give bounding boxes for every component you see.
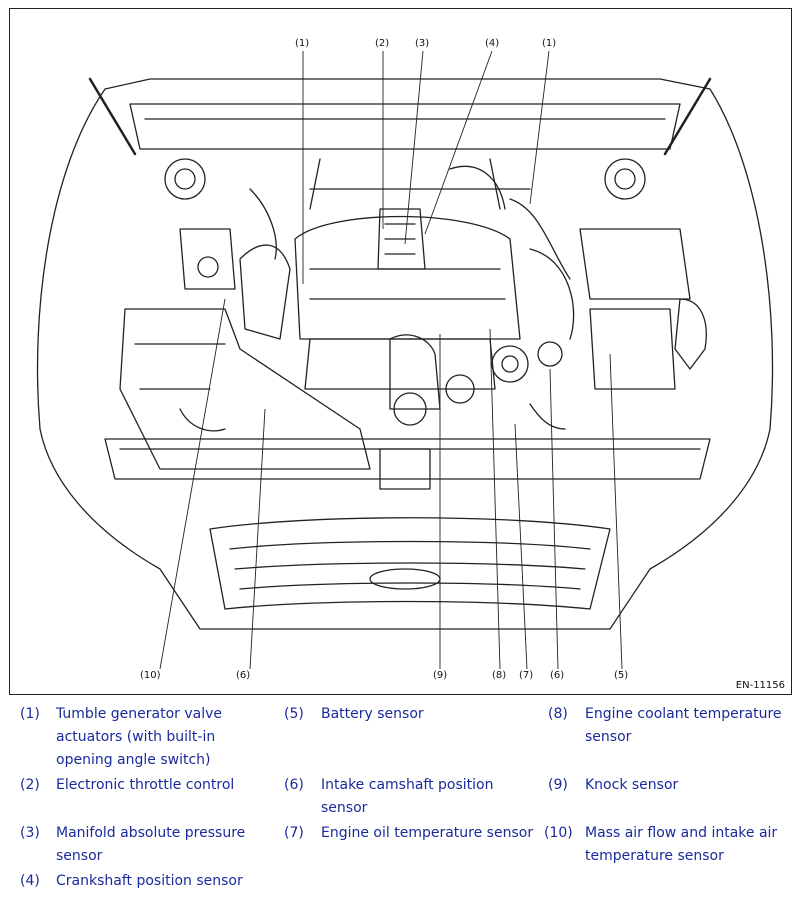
legend-text-line: Manifold absolute pressure — [56, 825, 246, 841]
legend-text-line: Mass air flow and intake air — [585, 825, 778, 841]
legend-item-text: Mass air flow and intake air temperature… — [585, 822, 777, 868]
callout-6-right: (6) — [550, 670, 565, 681]
callout-3: (3) — [415, 38, 430, 49]
legend-item-number: (6) — [284, 777, 304, 793]
legend-item-10: (10) Mass air flow and intake air temper… — [544, 822, 798, 868]
engine-bay-drawing — [36, 50, 774, 670]
legend-text-line: Knock sensor — [585, 777, 679, 793]
legend-item-text: Engine oil temperature sensor — [321, 822, 533, 845]
legend-item-1: (1) Tumble generator valve actuators (wi… — [20, 703, 280, 773]
legend-item-number: (10) — [544, 825, 573, 841]
callout-5: (5) — [614, 670, 629, 681]
legend-text-line: Crankshaft position sensor — [56, 873, 243, 889]
legend-item-number: (9) — [548, 777, 568, 793]
legend-item-text: Manifold absolute pressure sensor — [56, 822, 245, 868]
figure-id-label: EN-11156 — [735, 680, 785, 691]
legend-item-number: (7) — [284, 825, 304, 841]
legend-item-8: (8) Engine coolant temperature sensor — [548, 703, 798, 749]
legend-text-line: Tumble generator valve — [56, 706, 223, 722]
callout-1-right: (1) — [542, 38, 557, 49]
callout-2: (2) — [375, 38, 390, 49]
legend-item-number: (2) — [20, 777, 40, 793]
legend-text-line: Engine coolant temperature — [585, 706, 782, 722]
legend-item-text: Engine coolant temperature sensor — [585, 703, 782, 749]
legend-item-text: Knock sensor — [585, 774, 678, 797]
legend-text-line: Battery sensor — [321, 706, 424, 722]
callout-1-left: (1) — [295, 38, 310, 49]
legend-item-number: (4) — [20, 873, 40, 889]
legend-item-9: (9) Knock sensor — [548, 774, 798, 798]
legend-item-text: Intake camshaft position sensor — [321, 774, 493, 820]
legend-item-2: (2) Electronic throttle control — [20, 774, 280, 798]
legend-item-text: Battery sensor — [321, 703, 424, 726]
engine-compartment-figure: (1) (2) (3) (4) (1) (10) (6) (9) (8) (7)… — [9, 8, 792, 695]
legend-item-number: (8) — [548, 706, 568, 722]
legend-item-number: (3) — [20, 825, 40, 841]
callout-7: (7) — [519, 670, 534, 681]
legend-text-line: Electronic throttle control — [56, 777, 235, 793]
legend-item-text: Tumble generator valve actuators (with b… — [56, 703, 222, 772]
legend-text-line: Engine oil temperature sensor — [321, 825, 534, 841]
callout-4: (4) — [485, 38, 500, 49]
legend-item-number: (5) — [284, 706, 304, 722]
legend-item-6: (6) Intake camshaft position sensor — [284, 774, 544, 820]
legend-text-line: sensor — [585, 729, 632, 745]
legend-item-7: (7) Engine oil temperature sensor — [284, 822, 544, 846]
legend: (1) Tumble generator valve actuators (wi… — [0, 700, 803, 899]
legend-text-line: temperature sensor — [585, 848, 724, 864]
legend-text-line: opening angle switch) — [56, 752, 211, 768]
legend-text-line: Intake camshaft position — [321, 777, 494, 793]
callout-9: (9) — [433, 670, 448, 681]
legend-item-3: (3) Manifold absolute pressure sensor — [20, 822, 280, 868]
legend-item-4: (4) Crankshaft position sensor — [20, 870, 280, 894]
legend-item-5: (5) Battery sensor — [284, 703, 544, 727]
callout-8: (8) — [492, 670, 507, 681]
callout-6-left: (6) — [236, 670, 251, 681]
legend-item-text: Crankshaft position sensor — [56, 870, 243, 893]
legend-text-line: sensor — [321, 800, 368, 816]
legend-text-line: actuators (with built-in — [56, 729, 216, 745]
callout-10: (10) — [140, 670, 161, 681]
legend-item-number: (1) — [20, 706, 40, 722]
legend-item-text: Electronic throttle control — [56, 774, 234, 797]
legend-text-line: sensor — [56, 848, 103, 864]
